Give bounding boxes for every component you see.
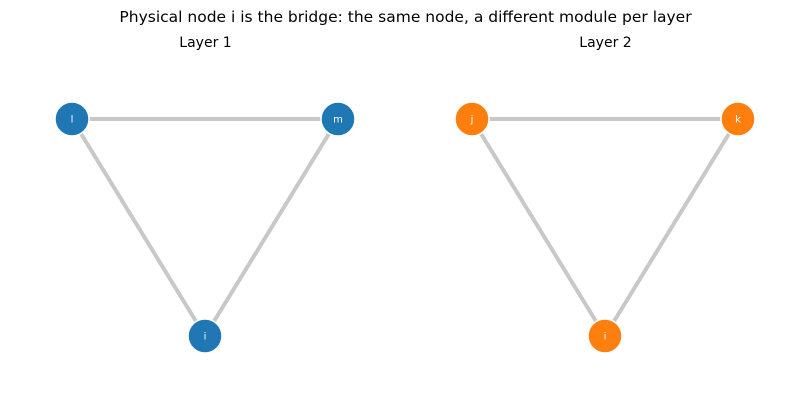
layer-1-edges <box>70 117 340 338</box>
layer-1-title: Layer 1 <box>179 35 231 51</box>
edge-l-i <box>70 117 207 338</box>
node-k: k <box>720 101 756 137</box>
edge-m-i <box>203 117 340 338</box>
layer-2-title: Layer 2 <box>579 35 631 51</box>
node-l-label: l <box>71 115 74 126</box>
layer-1-panel: Layer 1 l m i <box>54 35 356 354</box>
node-l: l <box>54 101 90 137</box>
node-k-label: k <box>735 115 741 126</box>
node-i-circle <box>187 318 223 354</box>
node-i: i <box>587 318 623 354</box>
layer-1-nodes: l m i <box>54 101 356 354</box>
node-k-circle <box>720 101 756 137</box>
node-i: i <box>187 318 223 354</box>
figure-title: Physical node i is the bridge: the same … <box>119 8 692 26</box>
node-j: j <box>454 101 490 137</box>
node-l-circle <box>54 101 90 137</box>
node-i-circle <box>587 318 623 354</box>
node-i-label: i <box>604 332 607 343</box>
node-m-circle <box>320 101 356 137</box>
node-j-label: j <box>470 115 474 126</box>
node-j-circle <box>454 101 490 137</box>
node-i-label: i <box>204 332 207 343</box>
node-m: m <box>320 101 356 137</box>
edge-k-i <box>603 117 740 338</box>
layer-2-panel: Layer 2 j k i <box>454 35 756 354</box>
edge-j-i <box>470 117 607 338</box>
layer-2-edges <box>470 117 740 338</box>
node-m-label: m <box>333 115 343 126</box>
layer-2-nodes: j k i <box>454 101 756 354</box>
